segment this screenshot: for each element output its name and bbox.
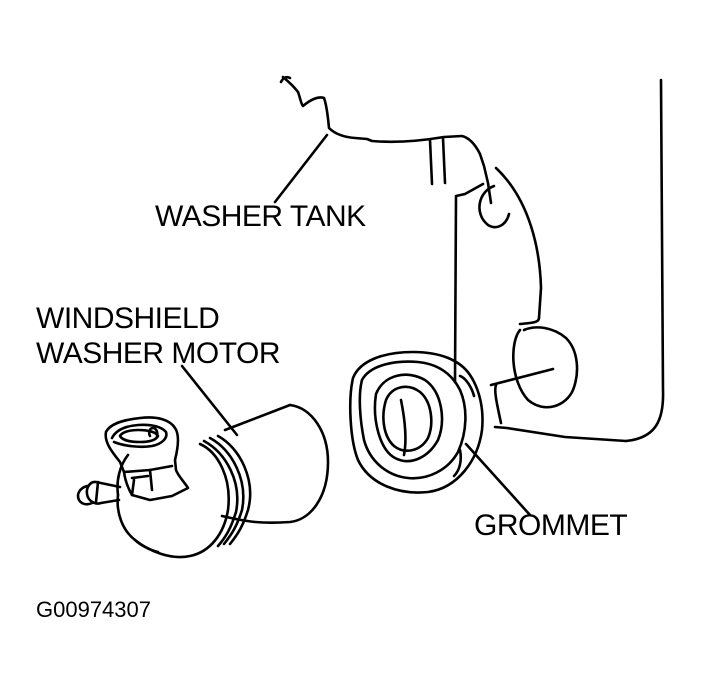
washer-motor [76, 403, 330, 559]
washer-tank-label: WASHER TANK [155, 200, 366, 233]
washer-tank-leader [273, 133, 329, 204]
washer-motor-label-line1: WINDSHIELD [36, 302, 220, 335]
grommet-leader [464, 442, 532, 517]
grommet [348, 350, 484, 494]
washer-tank [279, 75, 665, 443]
washer-motor-label-line2: WASHER MOTOR [36, 337, 281, 370]
figure-code: G00974307 [36, 597, 151, 622]
grommet-label: GROMMET [474, 509, 628, 542]
washer-motor-leader [180, 364, 239, 437]
